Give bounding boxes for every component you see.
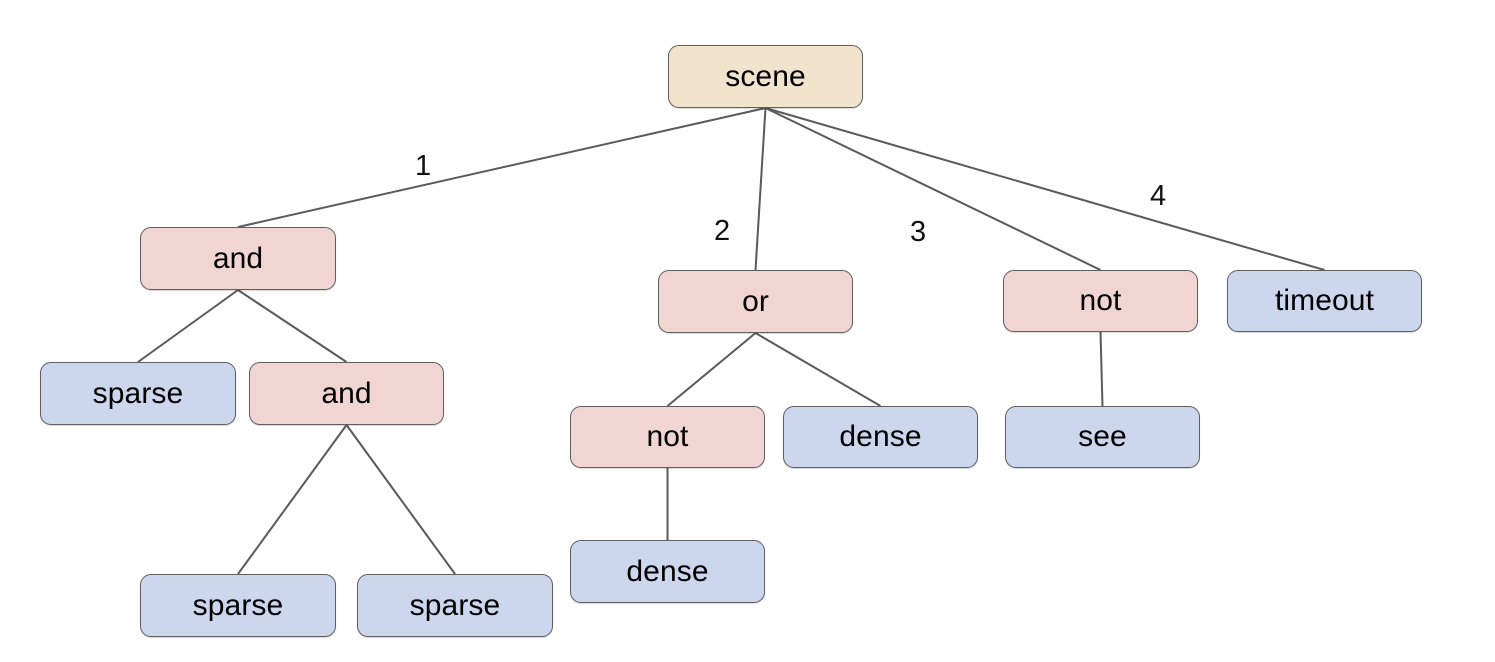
tree-edge-or1-to-dense1 [754,332,882,407]
tree-node-label: dense [626,554,709,588]
edge-label-4: 4 [1150,180,1167,212]
tree-edge-and1-to-and2 [237,289,348,363]
tree-edge-scene-to-not3 [765,107,1101,271]
tree-node-label: and [321,376,372,410]
tree-node-label: timeout [1274,284,1375,317]
tree-node-label: see [1078,420,1127,453]
tree-node-dense2[interactable]: dense [570,540,765,603]
tree-node-not2[interactable]: not [570,406,765,468]
tree-node-or1[interactable]: or [658,270,853,333]
tree-node-label: or [742,284,769,318]
tree-node-sparse1[interactable]: sparse [40,362,236,425]
tree-edge-not3-to-see [1099,331,1104,407]
edge-label-1: 1 [415,150,432,182]
tree-edge-and2-to-sparse2 [237,424,348,575]
tree-node-sparse2[interactable]: sparse [140,574,336,637]
tree-node-label: sparse [192,588,284,622]
tree-node-sparse3[interactable]: sparse [357,574,553,637]
tree-edge-scene-to-or1 [754,107,767,271]
tree-edge-scene-to-timeout [765,107,1325,271]
edge-label-3: 3 [910,216,927,248]
tree-node-label: sparse [92,376,184,410]
edge-label-2: 2 [714,215,731,247]
tree-node-not3[interactable]: not [1003,270,1198,332]
tree-node-label: and [212,241,264,275]
tree-node-label: sparse [409,588,501,622]
tree-node-label: dense [839,420,922,453]
tree-node-see[interactable]: see [1005,406,1200,468]
tree-edge-and2-to-sparse3 [345,424,456,575]
tree-node-scene[interactable]: scene [668,45,863,108]
tree-node-dense1[interactable]: dense [783,406,978,468]
tree-node-label: scene [725,59,806,93]
tree-node-label: not [646,420,689,453]
tree-node-and2[interactable]: and [249,362,444,425]
tree-edge-scene-to-and1 [237,107,766,228]
tree-edge-or1-to-not2 [666,332,757,407]
tree-node-label: not [1079,284,1122,317]
tree-edge-and1-to-sparse1 [137,289,239,363]
tree-node-timeout[interactable]: timeout [1227,270,1422,332]
tree-node-and1[interactable]: and [140,227,336,290]
